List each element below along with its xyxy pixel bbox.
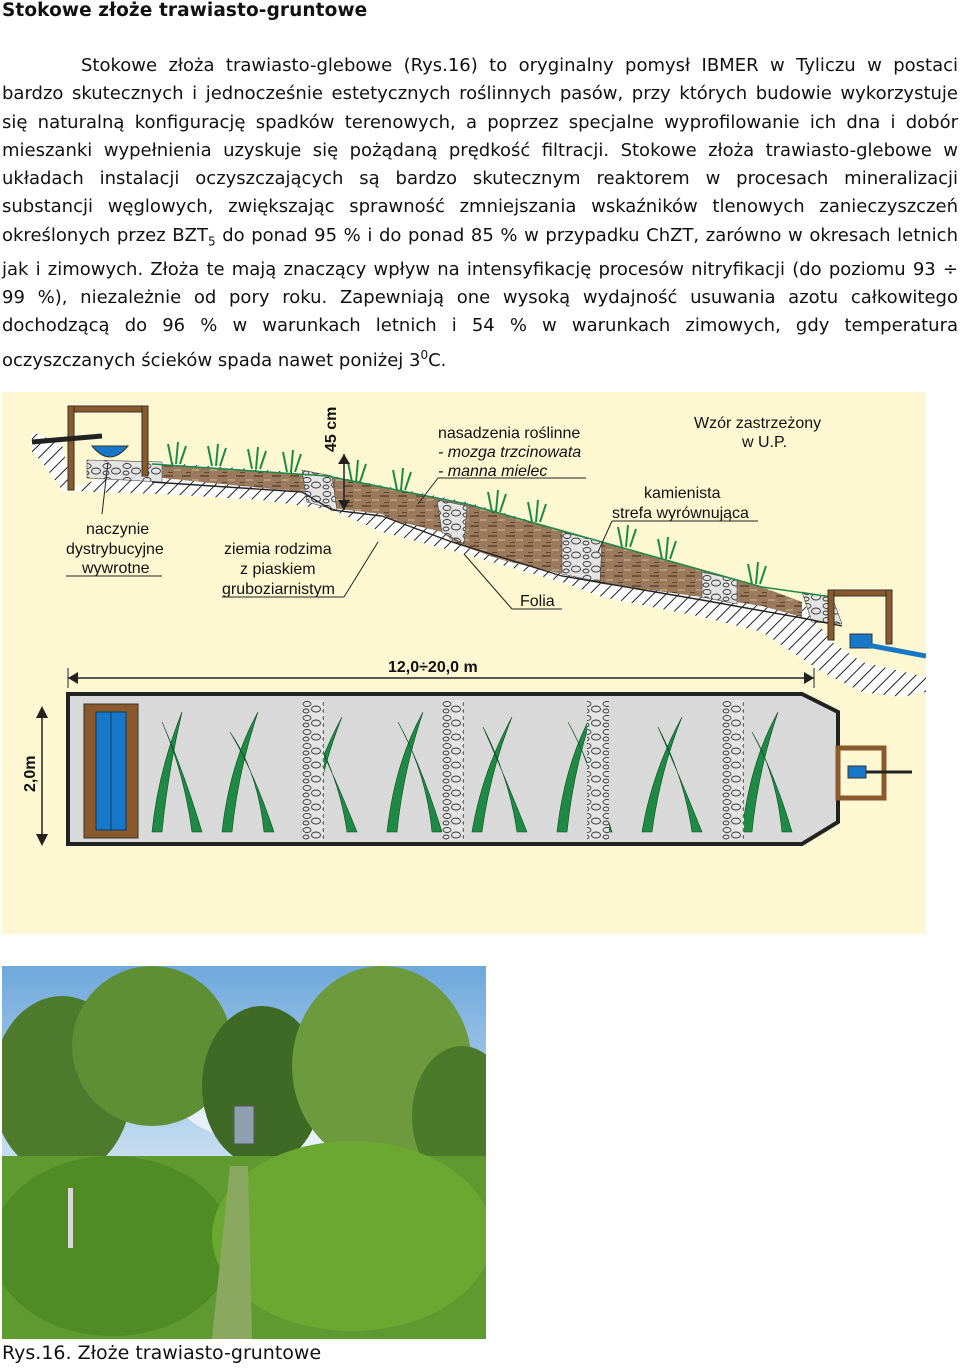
paragraph-text-1: Stokowe złoża trawiasto-glebowe (Rys.16)… [2, 55, 958, 246]
patent-label-1: Wzór zastrzeżony [694, 415, 821, 432]
soil-label-3: gruboziarnistym [222, 581, 335, 598]
field-photo [2, 966, 486, 1339]
soil-label-1: ziemia rodzima [224, 541, 332, 558]
soil-label-2: z piaskiem [240, 561, 316, 578]
vessel-leader-diag [101, 461, 109, 515]
foil-label: Folia [520, 593, 555, 610]
plants-leader-diag [417, 477, 439, 505]
stone-label-1: kamienista [644, 485, 721, 502]
foil-leader-diag [463, 553, 513, 610]
plants-label-2: - mozga trzcinowata [438, 444, 581, 461]
photo-post [68, 1188, 73, 1248]
grass-tufts [167, 441, 767, 585]
section-title: Stokowe złoże trawiasto-gruntowe [2, 0, 368, 21]
bed-diagram: 45 cm nasadzenia roślinne - mozga trzcin… [2, 392, 926, 934]
depth-label: 45 cm [323, 407, 340, 452]
stone-leader-diag [597, 520, 613, 553]
plants-label-3: - manna mielec [438, 463, 547, 480]
plan-outlet-icon [847, 765, 867, 779]
plan-strip-4 [722, 700, 744, 840]
patent-label-2: w U.P. [741, 434, 787, 451]
surface-line [151, 463, 833, 598]
photo-grass-beds [2, 1141, 486, 1339]
stone-label-2: strefa wyrównująca [612, 505, 749, 522]
plants-label-1: nasadzenia roślinne [438, 425, 580, 442]
width-arrow-top-icon [36, 706, 48, 718]
vessel-label-3: wywrotne [81, 560, 150, 577]
plan-strip-2 [442, 700, 464, 840]
stone-zone-inlet [86, 459, 163, 483]
length-arrow-left-icon [68, 672, 78, 684]
width-arrow-bottom-icon [36, 834, 48, 846]
subscript-5: 5 [207, 234, 216, 249]
ground-hatched [32, 432, 926, 697]
plan-strip-1 [302, 700, 324, 840]
tipping-vessel-icon [31, 405, 149, 491]
plan-strip-3 [587, 700, 609, 840]
length-label: 12,0÷20,0 m [388, 659, 478, 676]
depth-arrow-bottom-icon [338, 500, 350, 510]
paragraph-text-2: do ponad 95 % i do ponad 85 % w przypadk… [2, 224, 958, 371]
photo-trees [2, 966, 486, 1186]
stone-zone-2 [436, 499, 468, 545]
body-paragraph: Stokowe złoża trawiasto-glebowe (Rys.16)… [2, 52, 958, 375]
depth-arrow-top-icon [338, 454, 350, 464]
foil-line [151, 481, 843, 627]
soil-layer [152, 464, 802, 617]
superscript-0: 0 [420, 347, 429, 362]
figure-caption: Rys.16. Złoże trawiasto-gruntowe [2, 1342, 322, 1364]
photo-hut [233, 1105, 255, 1145]
vessel-label-2: dystrybucyjne [66, 541, 164, 558]
vessel-label-1: naczynie [86, 521, 149, 538]
soil-leader-diag [343, 541, 379, 598]
paragraph-text-3: C. [428, 349, 447, 371]
width-label: 2,0m [22, 756, 39, 792]
outlet-box-icon [827, 589, 926, 659]
length-arrow-right-icon [804, 672, 814, 684]
